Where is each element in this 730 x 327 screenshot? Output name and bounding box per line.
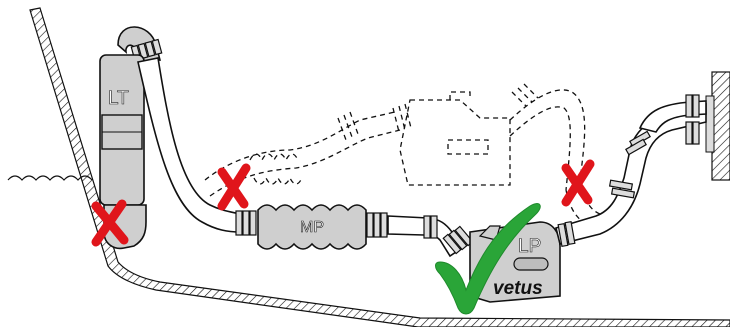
wrong-mark-dashed-left bbox=[222, 168, 246, 206]
mp-label: MP bbox=[300, 219, 324, 236]
lp-to-outlet-hose bbox=[556, 95, 706, 246]
wrong-mark-dashed-right bbox=[566, 164, 590, 202]
lp-label: LP bbox=[518, 236, 541, 257]
vetus-logo: vetus bbox=[493, 278, 543, 299]
mp-muffler: MP bbox=[236, 205, 387, 249]
mp-to-lp-hose bbox=[388, 216, 473, 256]
lt-label: LT bbox=[108, 88, 129, 109]
engine-block bbox=[706, 72, 730, 180]
waterline bbox=[8, 176, 92, 180]
